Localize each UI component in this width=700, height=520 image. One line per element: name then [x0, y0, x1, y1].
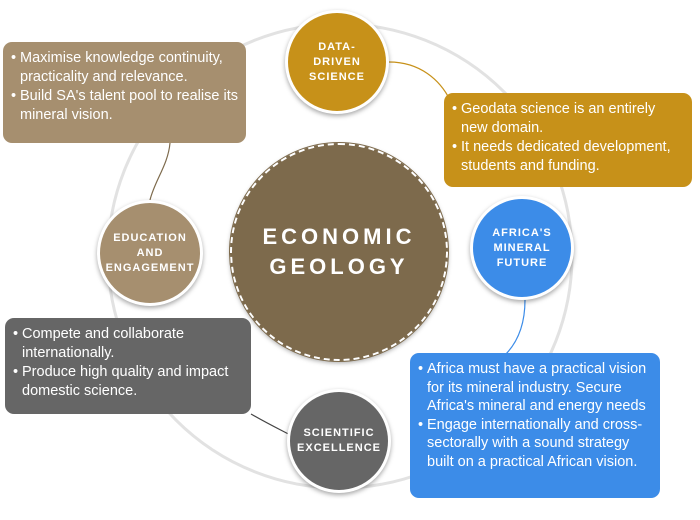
info-box-education: Maximise knowledge continuity, practical… — [3, 42, 246, 143]
center-title-line2: GEOLOGY — [269, 254, 409, 279]
center-circle-economic-geology: ECONOMIC GEOLOGY — [229, 142, 449, 362]
bullet-item: It needs dedicated development, students… — [452, 138, 684, 176]
node-label-line3: ENGAGEMENT — [105, 261, 195, 274]
connector-scientific — [250, 413, 293, 437]
node-label-line2: MINERAL — [493, 241, 551, 254]
node-label-line1: DATA-DRIVEN — [313, 40, 361, 68]
bullet-item: Africa must have a practical vision for … — [418, 360, 652, 416]
node-label-line1: AFRICA'S — [492, 226, 552, 239]
info-box-africa: Africa must have a practical vision for … — [410, 353, 660, 498]
connector-africa — [504, 299, 526, 356]
info-box-scientific: Compete and collaborate internationally.… — [5, 318, 251, 414]
bullet-item: Compete and collaborate internationally. — [13, 325, 243, 363]
node-label-line2: EXCELLENCE — [297, 442, 381, 454]
center-title-line1: ECONOMIC — [262, 224, 416, 249]
bullet-item: Engage internationally and cross-sectora… — [418, 416, 652, 472]
bullet-item: Maximise knowledge continuity, practical… — [11, 49, 238, 87]
node-education-and-engagement: EDUCATION AND ENGAGEMENT — [97, 200, 203, 306]
node-scientific-excellence: SCIENTIFIC EXCELLENCE — [287, 389, 391, 493]
node-label-line1: EDUCATION — [113, 231, 187, 244]
node-data-driven-science: DATA-DRIVEN SCIENCE — [285, 10, 389, 114]
node-label-line2: AND — [136, 246, 164, 259]
node-africas-mineral-future: AFRICA'S MINERAL FUTURE — [470, 196, 574, 300]
info-box-data-driven: Geodata science is an entirely new domai… — [444, 93, 692, 187]
bullet-item: Produce high quality and impact domestic… — [13, 363, 243, 401]
connector-education — [149, 142, 171, 201]
node-label-line1: SCIENTIFIC — [303, 427, 375, 439]
node-label-line2: SCIENCE — [309, 70, 365, 83]
bullet-item: Geodata science is an entirely new domai… — [452, 100, 684, 138]
connector-data-driven — [388, 61, 451, 101]
bullet-item: Build SA's talent pool to realise its mi… — [11, 87, 238, 125]
node-label-line3: FUTURE — [496, 256, 548, 269]
